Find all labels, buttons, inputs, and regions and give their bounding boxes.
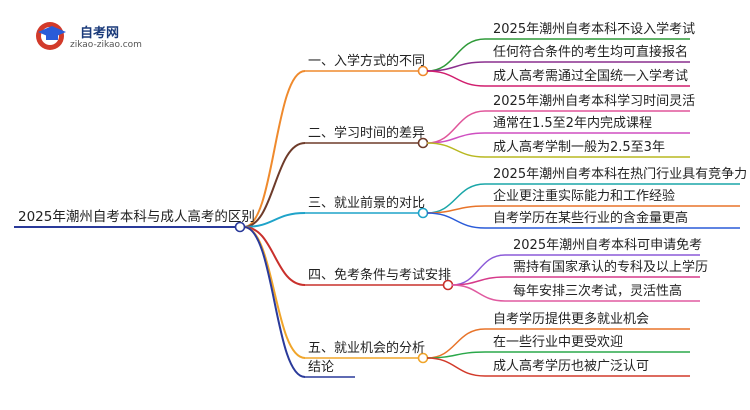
branch-topic[interactable]: 四、免考条件与考试安排: [308, 268, 452, 283]
branch-topic[interactable]: 三、就业前景的对比: [308, 196, 426, 211]
site-logo[interactable]: 自考网 zikao-zikao.com: [32, 18, 152, 58]
child-topic[interactable]: 每年安排三次考试，灵活性高: [513, 284, 683, 299]
child-connector: [426, 212, 486, 229]
branch-connector: [243, 212, 306, 228]
logo-url: zikao-zikao.com: [70, 40, 142, 50]
branch-topic[interactable]: 二、学习时间的差异: [308, 126, 426, 141]
child-topic[interactable]: 在一些行业中更受欢迎: [493, 335, 624, 350]
branch-connector: [243, 142, 306, 228]
branch-topic[interactable]: 结论: [308, 360, 335, 375]
child-topic[interactable]: 任何符合条件的考生均可直接报名: [493, 45, 689, 60]
child-topic[interactable]: 成人高考学制一般为2.5至3年: [493, 140, 665, 155]
child-topic[interactable]: 成人高考学历也被广泛认可: [493, 359, 650, 374]
child-topic[interactable]: 自考学历提供更多就业机会: [493, 312, 650, 327]
child-connector: [426, 142, 486, 158]
branch-connector: [243, 226, 306, 286]
child-topic[interactable]: 2025年潮州自考本科可申请免考: [513, 238, 703, 253]
child-topic[interactable]: 通常在1.5至2年内完成课程: [493, 116, 652, 131]
branch-topic[interactable]: 一、入学方式的不同: [308, 54, 426, 69]
branch-connector: [243, 226, 306, 359]
branch-connector: [243, 226, 306, 378]
child-connector: [451, 284, 506, 302]
child-topic[interactable]: 2025年潮州自考本科在热门行业具有竞争力: [493, 167, 748, 182]
child-connector: [426, 70, 486, 87]
graduation-cap-icon: [36, 22, 66, 50]
child-topic[interactable]: 企业更注重实际能力和工作经验: [493, 189, 676, 204]
branch-topic[interactable]: 五、就业机会的分析: [308, 341, 426, 356]
logo-title: 自考网: [80, 26, 120, 41]
root-collapse-toggle[interactable]: [234, 221, 246, 233]
child-connector: [426, 357, 486, 377]
child-topic[interactable]: 2025年潮州自考本科不设入学考试: [493, 22, 696, 37]
child-topic[interactable]: 成人高考需通过全国统一入学考试: [493, 69, 689, 84]
child-topic[interactable]: 2025年潮州自考本科学习时间灵活: [493, 94, 696, 109]
branch-connector: [243, 70, 306, 228]
child-connector: [426, 183, 486, 214]
child-connector: [426, 328, 486, 359]
child-topic[interactable]: 自考学历在某些行业的含金量更高: [493, 211, 689, 226]
child-connector: [426, 205, 486, 214]
child-connector: [426, 351, 486, 359]
root-topic[interactable]: 2025年潮州自考本科与成人高考的区别: [18, 209, 255, 225]
child-topic[interactable]: 需持有国家承认的专科及以上学历: [513, 260, 709, 275]
